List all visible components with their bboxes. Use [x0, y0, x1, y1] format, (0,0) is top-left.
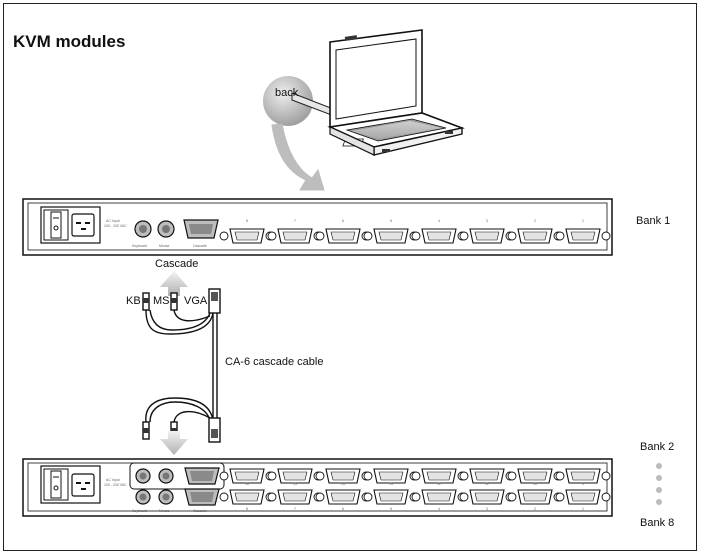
vga-port-icon [507, 489, 563, 505]
bank2-panel: AC Input 100 - 240 VAC Keyboard Mouse Ca… [22, 458, 613, 517]
vga-port-icon [315, 489, 371, 505]
port-number: 1 [582, 219, 584, 223]
mouse-label: Mouse [159, 244, 170, 248]
vga-port-icon [459, 228, 515, 244]
vga-port-icon [507, 468, 563, 484]
vga-port-icon [555, 228, 611, 244]
bank-continuation-dots [656, 463, 662, 505]
ac-input-label: AC Input [106, 478, 120, 482]
port-number: 2 [534, 219, 536, 223]
vga-port-icon [555, 489, 611, 505]
keyboard-label: Keyboard [132, 244, 147, 248]
vga-label: VGA [184, 295, 208, 307]
vga-port-icon [267, 489, 323, 505]
down-arrow [160, 431, 188, 455]
ca6-cascade-cable [142, 271, 221, 455]
back-highlight-circle [263, 76, 313, 126]
port-number: 3 [486, 219, 488, 223]
vga-port-icon [219, 468, 275, 484]
vga-port-icon [459, 468, 515, 484]
vga-port-icon [411, 489, 467, 505]
cascade-label: Cascade [155, 258, 199, 270]
ac-range-label: 100 - 240 VAC [104, 483, 127, 487]
vga-port-icon [315, 468, 371, 484]
port-number: 6 [342, 219, 344, 223]
port-number: 1 [582, 507, 584, 511]
bank1-panel: AC Input 100 - 240 VAC Keyboard Mouse Ca… [22, 198, 613, 256]
bank1-label: Bank 1 [636, 215, 671, 227]
port-number: 5 [390, 507, 392, 511]
port-number: 12 [437, 482, 441, 486]
port-number: 7 [294, 507, 296, 511]
port-number: 4 [438, 219, 440, 223]
port-number: 5 [390, 219, 392, 223]
vga-port-icon [315, 228, 371, 244]
ms-label: MS [153, 295, 170, 307]
port-number: 16 [245, 482, 249, 486]
kvm-console-drawing [263, 29, 465, 191]
port-number: 9 [582, 482, 584, 486]
vga-port-icon [411, 228, 467, 244]
vga-port-icon [555, 468, 611, 484]
port-number: 6 [342, 507, 344, 511]
up-arrow [160, 271, 188, 296]
port-number: 11 [485, 482, 489, 486]
port-number: 7 [294, 219, 296, 223]
port-number: 8 [246, 507, 248, 511]
power-switch-icon [50, 470, 62, 499]
ac-range-label: 100 - 240 VAC [104, 224, 127, 228]
cable-label: CA-6 cascade cable [225, 356, 324, 368]
cascade-port-label: Cascade [193, 244, 207, 248]
power-switch-icon [50, 211, 62, 239]
ac-input-label: AC Input [106, 219, 120, 223]
port-number: 2 [534, 507, 536, 511]
vga-port-icon [459, 489, 515, 505]
vga-port-icon [363, 489, 419, 505]
port-number: 10 [533, 482, 537, 486]
port-number: 4 [438, 507, 440, 511]
vga-port-icon [219, 228, 275, 244]
back-label: back [275, 87, 299, 99]
keyboard-label: Keyboard [132, 509, 147, 513]
vga-port-icon [363, 228, 419, 244]
vga-port-icon [219, 489, 275, 505]
kb-label: KB [126, 295, 141, 307]
vga-port-icon [267, 228, 323, 244]
vga-port-icon [411, 468, 467, 484]
port-number: 13 [389, 482, 393, 486]
port-number: 14 [341, 482, 345, 486]
port-number: 15 [293, 482, 297, 486]
cascade-port-label: Cascade [193, 509, 207, 513]
ac-inlet [71, 213, 95, 237]
port-number: 3 [486, 507, 488, 511]
vga-port-icon [267, 468, 323, 484]
bank2-label: Bank 2 [640, 441, 675, 453]
port-number: 8 [246, 219, 248, 223]
curved-arrow [271, 123, 325, 191]
diagram-frame [3, 3, 697, 551]
vga-port-icon [363, 468, 419, 484]
diagram-title: KVM modules [13, 32, 126, 51]
mouse-label: Mouse [159, 509, 170, 513]
bank8-label: Bank 8 [640, 517, 675, 529]
